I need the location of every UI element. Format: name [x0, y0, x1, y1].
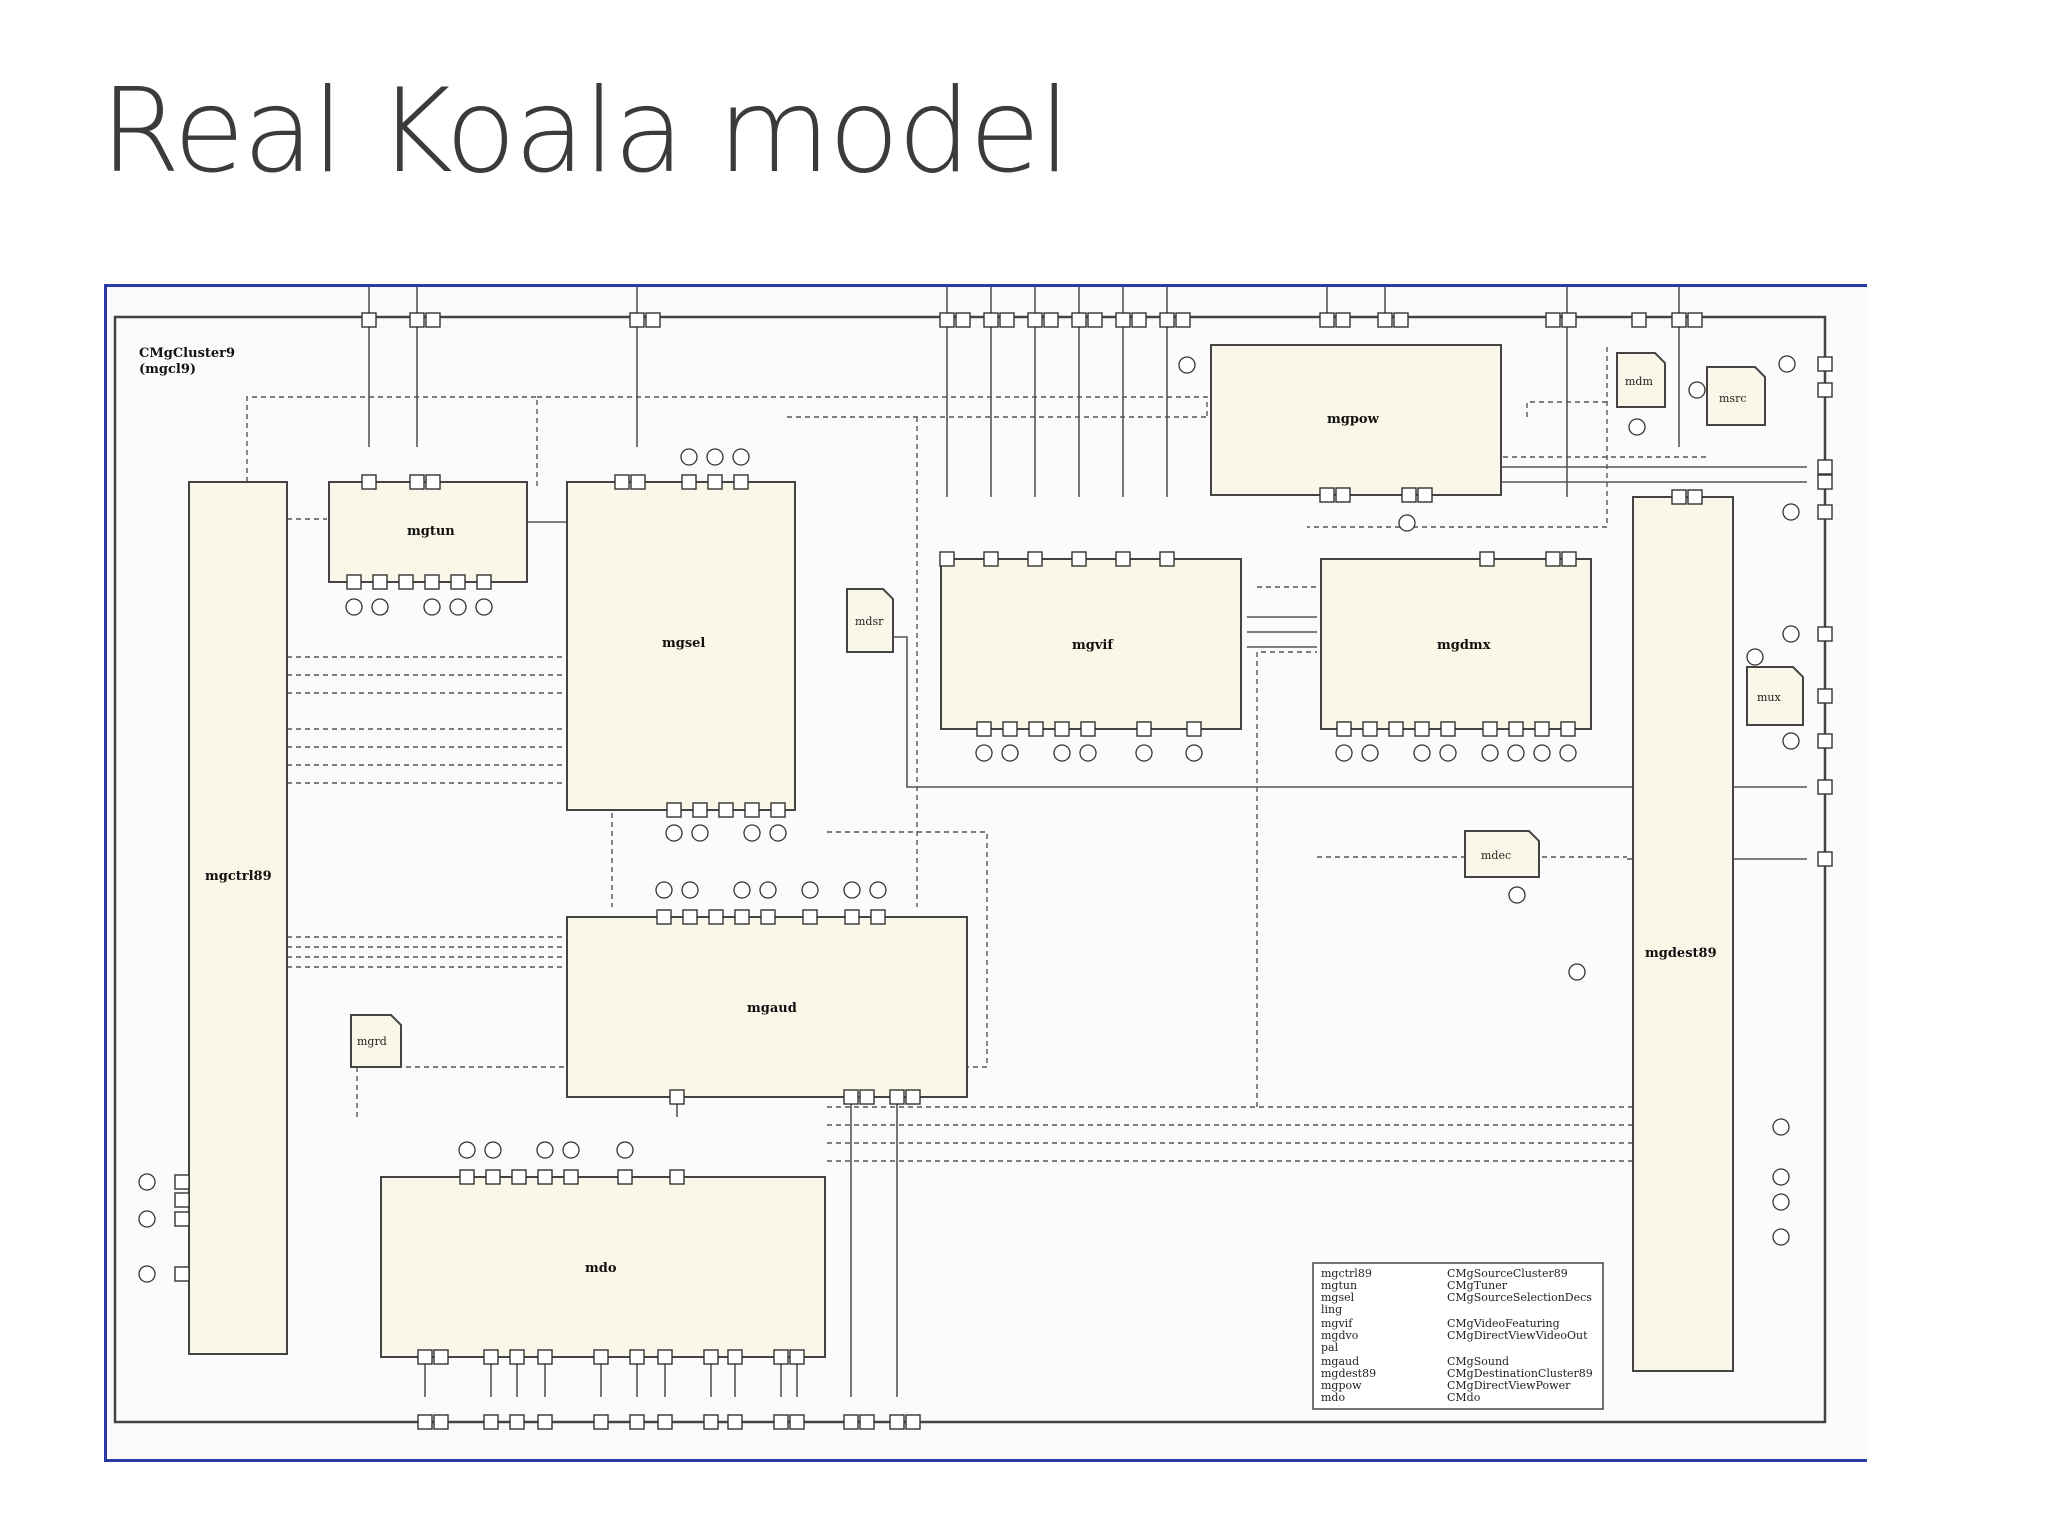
cluster-label: CMgCluster9: [139, 346, 235, 361]
svg-text:mgpow: mgpow: [1321, 1379, 1362, 1392]
svg-text:mdo: mdo: [585, 1261, 617, 1276]
block-mgsel: mgsel: [566, 481, 796, 811]
component-legend: mgctrl89 CMgSourceCluster89 mgtun CMgTuner…: [1312, 1262, 1604, 1410]
wire: [887, 636, 1627, 788]
svg-text:mgtun: mgtun: [1321, 1279, 1357, 1292]
connection-bubbles: [138, 355, 1800, 1283]
svg-text:CMgSourceCluster89: CMgSourceCluster89: [1447, 1267, 1568, 1280]
svg-text:mgaud: mgaud: [1321, 1355, 1359, 1368]
block-mgrd: mgrd: [350, 1014, 402, 1068]
svg-text:mgaud: mgaud: [747, 1001, 797, 1016]
block-mdm: mdm: [1616, 352, 1666, 408]
svg-text:mgdvo: mgdvo: [1321, 1329, 1359, 1342]
koala-architecture-diagram: CMgCluster9 (mgcl9): [104, 284, 1867, 1462]
block-mgaud: mgaud: [566, 916, 968, 1098]
svg-text:mgpow: mgpow: [1327, 412, 1380, 427]
svg-text:msrc: msrc: [1719, 392, 1747, 405]
svg-text:CMdo: CMdo: [1447, 1391, 1481, 1404]
block-mgdmx: mgdmx: [1320, 558, 1592, 730]
right-edge-ports: [1817, 356, 1833, 867]
svg-text:mgtun: mgtun: [407, 524, 455, 539]
block-mdo: mdo: [380, 1176, 826, 1358]
block-mgtun: mgtun: [328, 481, 528, 583]
svg-text:mgvif: mgvif: [1072, 638, 1114, 653]
block-mgdest89: mgdest89: [1632, 496, 1734, 1372]
svg-text:pal: pal: [1321, 1341, 1339, 1354]
svg-text:mgsel: mgsel: [662, 636, 705, 651]
svg-text:mgctrl89: mgctrl89: [1321, 1267, 1372, 1280]
block-mgvif: mgvif: [940, 558, 1242, 730]
svg-text:mgdmx: mgdmx: [1437, 638, 1491, 653]
svg-text:mdec: mdec: [1481, 849, 1511, 862]
dash-wire: [1256, 651, 1317, 1107]
svg-text:mgdest89: mgdest89: [1321, 1367, 1376, 1380]
svg-text:CMgDestinationCluster89: CMgDestinationCluster89: [1447, 1367, 1593, 1380]
slide-title: Real Koala model: [100, 64, 1071, 199]
svg-text:CMgSourceSelectionDecs: CMgSourceSelectionDecs: [1447, 1291, 1592, 1304]
block-msrc: msrc: [1706, 366, 1766, 426]
svg-text:CMgDirectViewVideoOut: CMgDirectViewVideoOut: [1447, 1329, 1588, 1342]
svg-text:CMgTuner: CMgTuner: [1447, 1279, 1508, 1292]
dash-wire: [246, 396, 538, 487]
svg-text:CMgSound: CMgSound: [1447, 1355, 1509, 1368]
diagram-canvas: CMgCluster9 (mgcl9): [113, 287, 1833, 1430]
svg-text:mdo: mdo: [1321, 1391, 1345, 1404]
svg-text:mdm: mdm: [1625, 375, 1653, 388]
svg-text:mgsel: mgsel: [1321, 1291, 1355, 1304]
svg-text:CMgVideoFeaturing: CMgVideoFeaturing: [1447, 1317, 1560, 1330]
bottom-ports: [417, 1414, 921, 1430]
left-edge-ports: [174, 1174, 190, 1282]
block-mgctrl89: mgctrl89: [188, 481, 288, 1355]
svg-text:mux: mux: [1757, 691, 1782, 704]
block-mdsr: mdsr: [846, 588, 894, 653]
block-mux: mux: [1746, 666, 1804, 726]
svg-text:CMgDirectViewPower: CMgDirectViewPower: [1447, 1379, 1571, 1392]
cluster-sub-label: (mgcl9): [139, 362, 196, 377]
svg-text:ling: ling: [1321, 1303, 1342, 1316]
svg-text:mgdest89: mgdest89: [1645, 946, 1717, 961]
svg-text:mdsr: mdsr: [855, 615, 884, 628]
dash-wire: [537, 396, 1208, 417]
block-mgpow: mgpow: [1210, 344, 1502, 496]
block-ports: [346, 474, 1703, 1365]
top-ports: [361, 312, 1703, 328]
svg-text:mgctrl89: mgctrl89: [205, 869, 272, 884]
svg-text:mgrd: mgrd: [357, 1035, 387, 1048]
dash-wire: [1526, 401, 1607, 417]
block-mdec: mdec: [1464, 830, 1540, 878]
svg-text:mgvif: mgvif: [1321, 1317, 1353, 1330]
